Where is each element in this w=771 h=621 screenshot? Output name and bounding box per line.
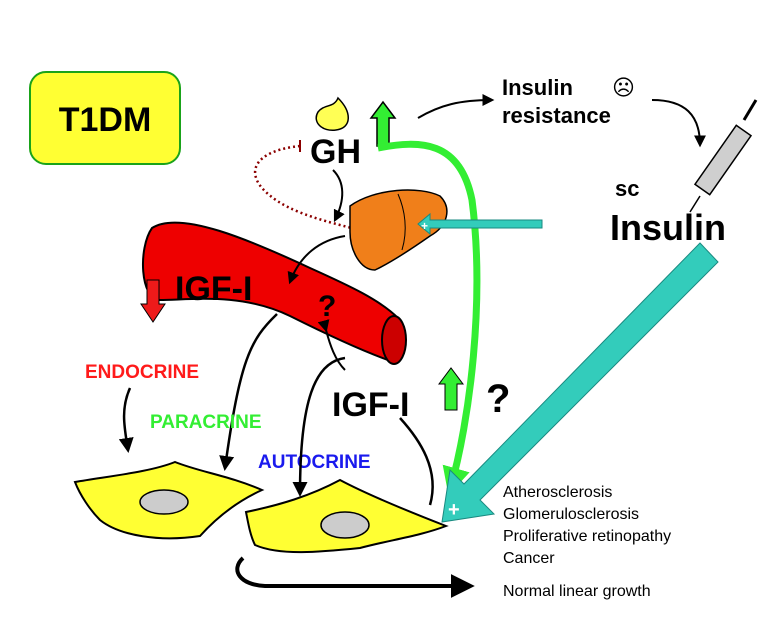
insulin-resistance-line1: Insulin — [502, 75, 573, 100]
gh-to-liver-arrow — [332, 169, 345, 223]
outcome-retinopathy: Proliferative retinopathy — [503, 528, 671, 545]
nucleus-right — [320, 511, 370, 539]
growth-arrow — [235, 556, 475, 598]
igf-vessel-label: IGF-I — [175, 270, 252, 308]
feedback-dotted-line — [253, 144, 361, 232]
gh-green-pathway — [377, 140, 481, 496]
insulin-to-cell-arrow — [441, 242, 719, 523]
sc-insulin-label: Insulin — [610, 207, 726, 248]
nucleus-left — [139, 489, 189, 515]
liver-shape — [349, 189, 448, 271]
endocrine-label: ENDOCRINE — [85, 362, 199, 383]
local-question: ? — [486, 377, 510, 421]
t1dm-label: T1DM — [59, 101, 152, 139]
gh-label: GH — [310, 133, 361, 171]
igf-down-arrow — [140, 279, 166, 323]
autocrine-label: AUTOCRINE — [258, 452, 371, 473]
outcome-atherosclerosis: Atherosclerosis — [503, 484, 612, 501]
outcome-cancer: Cancer — [503, 550, 555, 567]
insulin-to-liver-arrow — [417, 212, 543, 236]
insulin-resistance-line2: resistance — [502, 103, 611, 128]
blood-vessel — [142, 221, 400, 362]
svg-text:+: + — [448, 499, 460, 521]
syringe-icon — [689, 99, 758, 213]
vessel-question: ? — [318, 290, 336, 323]
vessel-opening — [381, 315, 407, 365]
gh-up-arrow — [369, 100, 397, 147]
sc-label: sc — [615, 176, 639, 201]
growth-label: Normal linear growth — [503, 583, 651, 600]
pituitary-shape — [315, 96, 349, 131]
outcome-glomerulosclerosis: Glomerulosclerosis — [503, 506, 639, 523]
sad-face-icon: ☹ — [612, 75, 635, 100]
igf-local-label: IGF-I — [332, 386, 409, 424]
t1dm-box — [29, 71, 181, 165]
paracrine-label: PARACRINE — [150, 412, 262, 433]
svg-text:+: + — [421, 219, 428, 233]
igf-local-up-arrow — [438, 367, 464, 411]
